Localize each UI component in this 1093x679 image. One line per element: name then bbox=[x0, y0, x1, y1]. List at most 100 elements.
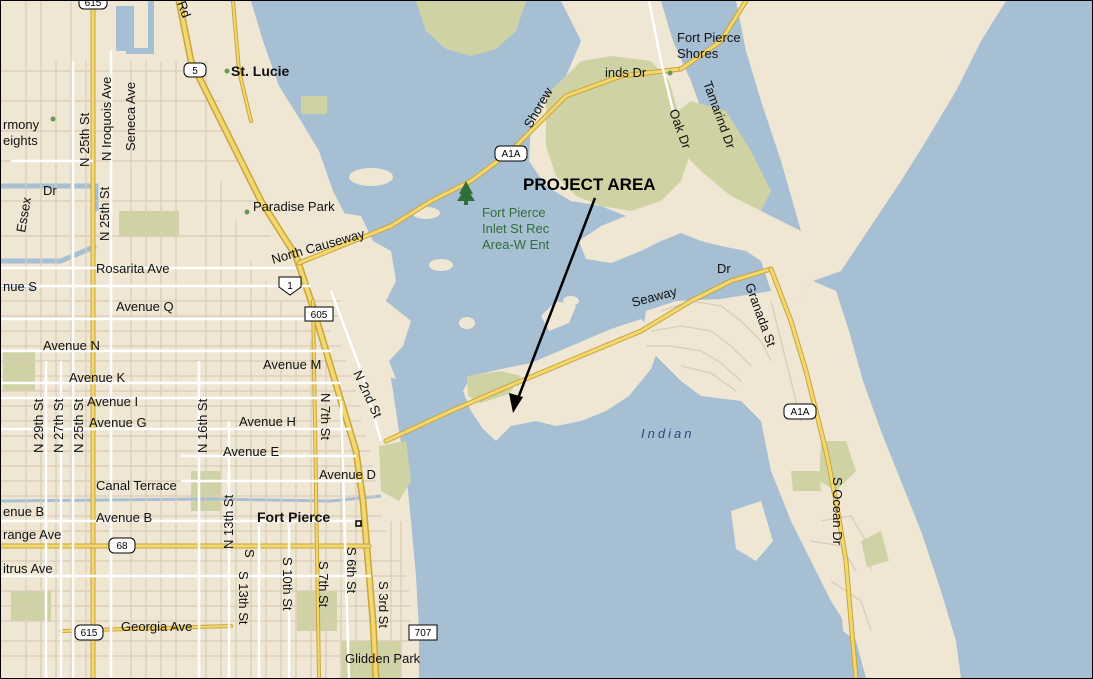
label-project-area: PROJECT AREA bbox=[523, 175, 656, 194]
label-s-ocean: S Ocean Dr bbox=[830, 477, 845, 546]
label-fort-pierce-shores-1: Fort Pierce bbox=[677, 30, 741, 45]
label-avenue-m: Avenue M bbox=[263, 357, 321, 372]
park-project bbox=[467, 371, 521, 403]
label-indian: Indian bbox=[641, 426, 694, 441]
park-coast bbox=[379, 441, 411, 501]
label-fort-pierce-shores-2: Shores bbox=[677, 46, 719, 61]
label-avenue-e: Avenue E bbox=[223, 444, 279, 459]
park-left bbox=[301, 96, 327, 114]
islet bbox=[731, 501, 773, 561]
label-harmony-2: eights bbox=[3, 133, 38, 148]
label-avenue-i: Avenue I bbox=[87, 394, 138, 409]
label-rd: Rd bbox=[174, 1, 194, 20]
label-n-25th-3: N 25th St bbox=[71, 398, 86, 453]
label-glidden-park: Glidden Park bbox=[345, 651, 421, 666]
label-rosarita: Rosarita Ave bbox=[96, 261, 169, 276]
label-n-iroquois: N Iroquois Ave bbox=[99, 77, 114, 161]
sr68-shield: 68 bbox=[108, 537, 136, 554]
label-paradise-park: Paradise Park bbox=[253, 199, 335, 214]
label-shorewinds-2: inds Dr bbox=[605, 65, 647, 80]
park-left bbox=[3, 351, 35, 391]
label-essex: Essex bbox=[13, 196, 34, 234]
a1a-north-label: A1A bbox=[502, 149, 521, 160]
label-itrus: itrus Ave bbox=[3, 561, 53, 576]
label-n-27th: N 27th St bbox=[51, 398, 66, 453]
label-n-13th: N 13th St bbox=[221, 494, 236, 549]
label-range-ave: range Ave bbox=[3, 527, 61, 542]
a1a-south-shield: A1A bbox=[783, 403, 817, 420]
sr68-label: 68 bbox=[116, 541, 128, 552]
sr707-shield: 707 bbox=[408, 624, 438, 641]
label-s-3rd: S 3rd St bbox=[376, 581, 391, 628]
sr5-shield: 5 bbox=[183, 62, 207, 78]
label-s-13th: S 13th St bbox=[236, 571, 251, 625]
city-dot-icon bbox=[244, 209, 250, 215]
city-dot-icon bbox=[667, 70, 673, 76]
label-s-10th: S 10th St bbox=[280, 557, 295, 611]
label-n-29th: N 29th St bbox=[31, 398, 46, 453]
sr615-top-shield: 615 bbox=[78, 1, 108, 10]
park-inlet-state-rec bbox=[546, 56, 691, 211]
label-s-7th: S 7th St bbox=[316, 561, 331, 608]
mainland-shore bbox=[331, 211, 411, 379]
canal bbox=[1, 183, 99, 264]
label-park-3: Area-W Ent bbox=[482, 237, 550, 252]
label-seaway-dr: Dr bbox=[717, 261, 731, 276]
us1-shield: 1 bbox=[278, 276, 302, 296]
label-park-1: Fort Pierce bbox=[482, 205, 546, 220]
park-beach bbox=[861, 531, 889, 567]
islet bbox=[541, 301, 576, 331]
islet bbox=[349, 168, 393, 186]
label-n-16th: N 16th St bbox=[195, 398, 210, 453]
tree-icon bbox=[457, 181, 475, 205]
label-seneca: Seneca Ave bbox=[123, 82, 138, 151]
label-st-lucie: St. Lucie bbox=[231, 63, 290, 79]
park-peninsula bbox=[666, 101, 771, 211]
park-beach bbox=[791, 471, 821, 491]
park-left bbox=[119, 211, 179, 237]
sr615-label: 615 bbox=[81, 628, 98, 639]
islet bbox=[429, 259, 453, 271]
label-avenue-h: Avenue H bbox=[239, 414, 296, 429]
sr605-label: 605 bbox=[311, 310, 328, 321]
a1a-south-label: A1A bbox=[791, 407, 810, 418]
project-arrow bbox=[515, 197, 597, 402]
label-dr-left: Dr bbox=[43, 183, 57, 198]
canal bbox=[126, 1, 154, 54]
label-n-7th: N 7th St bbox=[318, 393, 333, 440]
islet bbox=[563, 296, 579, 306]
sr615-top-label: 615 bbox=[85, 1, 102, 9]
label-canal-terrace: Canal Terrace bbox=[96, 478, 177, 493]
label-avenue-g: Avenue G bbox=[89, 415, 147, 430]
streets bbox=[1, 1, 675, 678]
project-arrow-head bbox=[509, 393, 523, 413]
label-park-2: Inlet St Rec bbox=[482, 221, 550, 236]
sr5-label: 5 bbox=[192, 66, 198, 77]
label-georgia: Georgia Ave bbox=[121, 619, 192, 634]
label-avenue-q: Avenue Q bbox=[116, 299, 174, 314]
city-square-icon bbox=[355, 520, 362, 527]
label-avenue-k: Avenue K bbox=[69, 370, 125, 385]
city-dot-icon bbox=[224, 68, 230, 74]
label-n-25th-2: N 25th St bbox=[97, 186, 112, 241]
pond bbox=[116, 6, 134, 51]
sr605-shield: 605 bbox=[304, 306, 334, 322]
city-dot-icon bbox=[50, 116, 56, 122]
label-avenue-n: Avenue N bbox=[43, 338, 100, 353]
us1-label: 1 bbox=[287, 281, 293, 292]
a1a-north-shield: A1A bbox=[494, 145, 528, 162]
label-avenue-d: Avenue D bbox=[319, 467, 376, 482]
major-roads bbox=[1, 1, 859, 678]
label-s-cut: S bbox=[242, 549, 257, 558]
island-streets bbox=[646, 300, 872, 632]
label-s-6th: S 6th St bbox=[344, 547, 359, 594]
sr615-shield: 615 bbox=[74, 624, 104, 641]
label-n-25th: N 25th St bbox=[77, 112, 92, 167]
label-harmony-1: rmony bbox=[3, 117, 40, 132]
label-avenue-b: Avenue B bbox=[96, 510, 152, 525]
sr707-label: 707 bbox=[415, 628, 432, 639]
label-enue-b: enue B bbox=[3, 504, 44, 519]
label-nue-s: nue S bbox=[3, 279, 37, 294]
